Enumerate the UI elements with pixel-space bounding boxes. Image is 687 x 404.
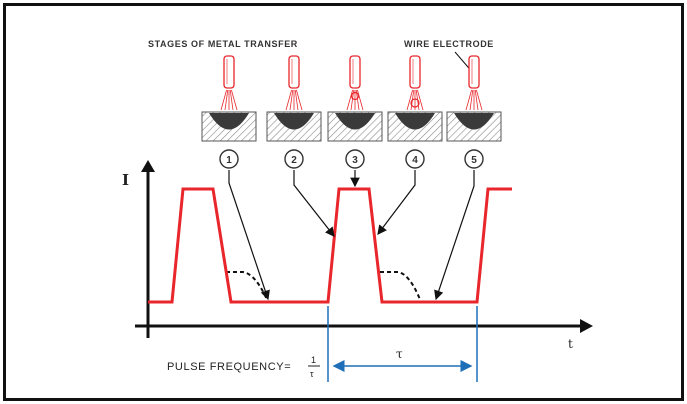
y-axis-label: I (122, 171, 129, 189)
stage-2-electrode (288, 55, 300, 89)
stage-4: 4 (387, 55, 443, 169)
stage-1-arc (220, 89, 238, 111)
stage-2: 2 (266, 55, 322, 169)
pulse-current-waveform (148, 187, 512, 304)
period-label: τ (396, 347, 403, 361)
stage-2-arc (285, 89, 303, 111)
stage-1-pointer (228, 170, 270, 301)
stage-2-number: 2 (291, 155, 297, 166)
pulse-frequency-label: PULSE FREQUENCY= (167, 361, 291, 373)
stage-3-number: 3 (352, 155, 358, 166)
stage-4-number: 4 (412, 155, 418, 166)
stage-1-number: 1 (226, 155, 232, 166)
stage-4-circle (405, 149, 425, 169)
stage-5-number: 5 (471, 155, 477, 166)
pulse-frequency-numerator: 1 (311, 355, 316, 365)
stage-1-weld-pool (209, 113, 249, 130)
stage-1-electrode (223, 55, 235, 89)
stage-5: 5 (446, 55, 502, 169)
stage-4-arc (406, 89, 424, 111)
stage-2-weld-pool (274, 113, 314, 130)
stage-4-pointer (377, 170, 416, 235)
stage-4-electrode (409, 55, 421, 89)
stage-2-circle (284, 149, 304, 169)
stage-1: 1 (201, 55, 257, 169)
background-decay-curve-2 (380, 271, 422, 303)
x-axis-label: t (568, 337, 573, 351)
stage-3-weld-pool (335, 113, 375, 130)
stage-3-circle (345, 149, 365, 169)
stage-5-weld-pool (454, 113, 494, 130)
stage-5-pointer (434, 170, 475, 301)
diagram-frame (3, 3, 684, 401)
x-axis-arrowhead (580, 319, 593, 333)
stage-5-circle (464, 149, 484, 169)
stage-3: 3 (327, 55, 383, 169)
y-axis-arrowhead (141, 160, 155, 172)
stages-group: 1 2 3 4 5 (201, 55, 502, 169)
stage-4-weld-pool (395, 113, 435, 130)
stage-1-circle (219, 149, 239, 169)
stage-3-arc (346, 89, 364, 111)
stage-pointers (228, 170, 475, 301)
stage-2-pointer (293, 170, 335, 237)
stages-title: STAGES OF METAL TRANSFER (148, 39, 298, 49)
stage-5-electrode (468, 55, 480, 89)
pulse-frequency-denominator: τ (310, 369, 314, 379)
wire-electrode-label: WIRE ELECTRODE (404, 39, 494, 49)
stage-5-arc (465, 89, 483, 111)
background-decay-curve-1 (226, 271, 269, 303)
stage-3-electrode (349, 55, 361, 89)
